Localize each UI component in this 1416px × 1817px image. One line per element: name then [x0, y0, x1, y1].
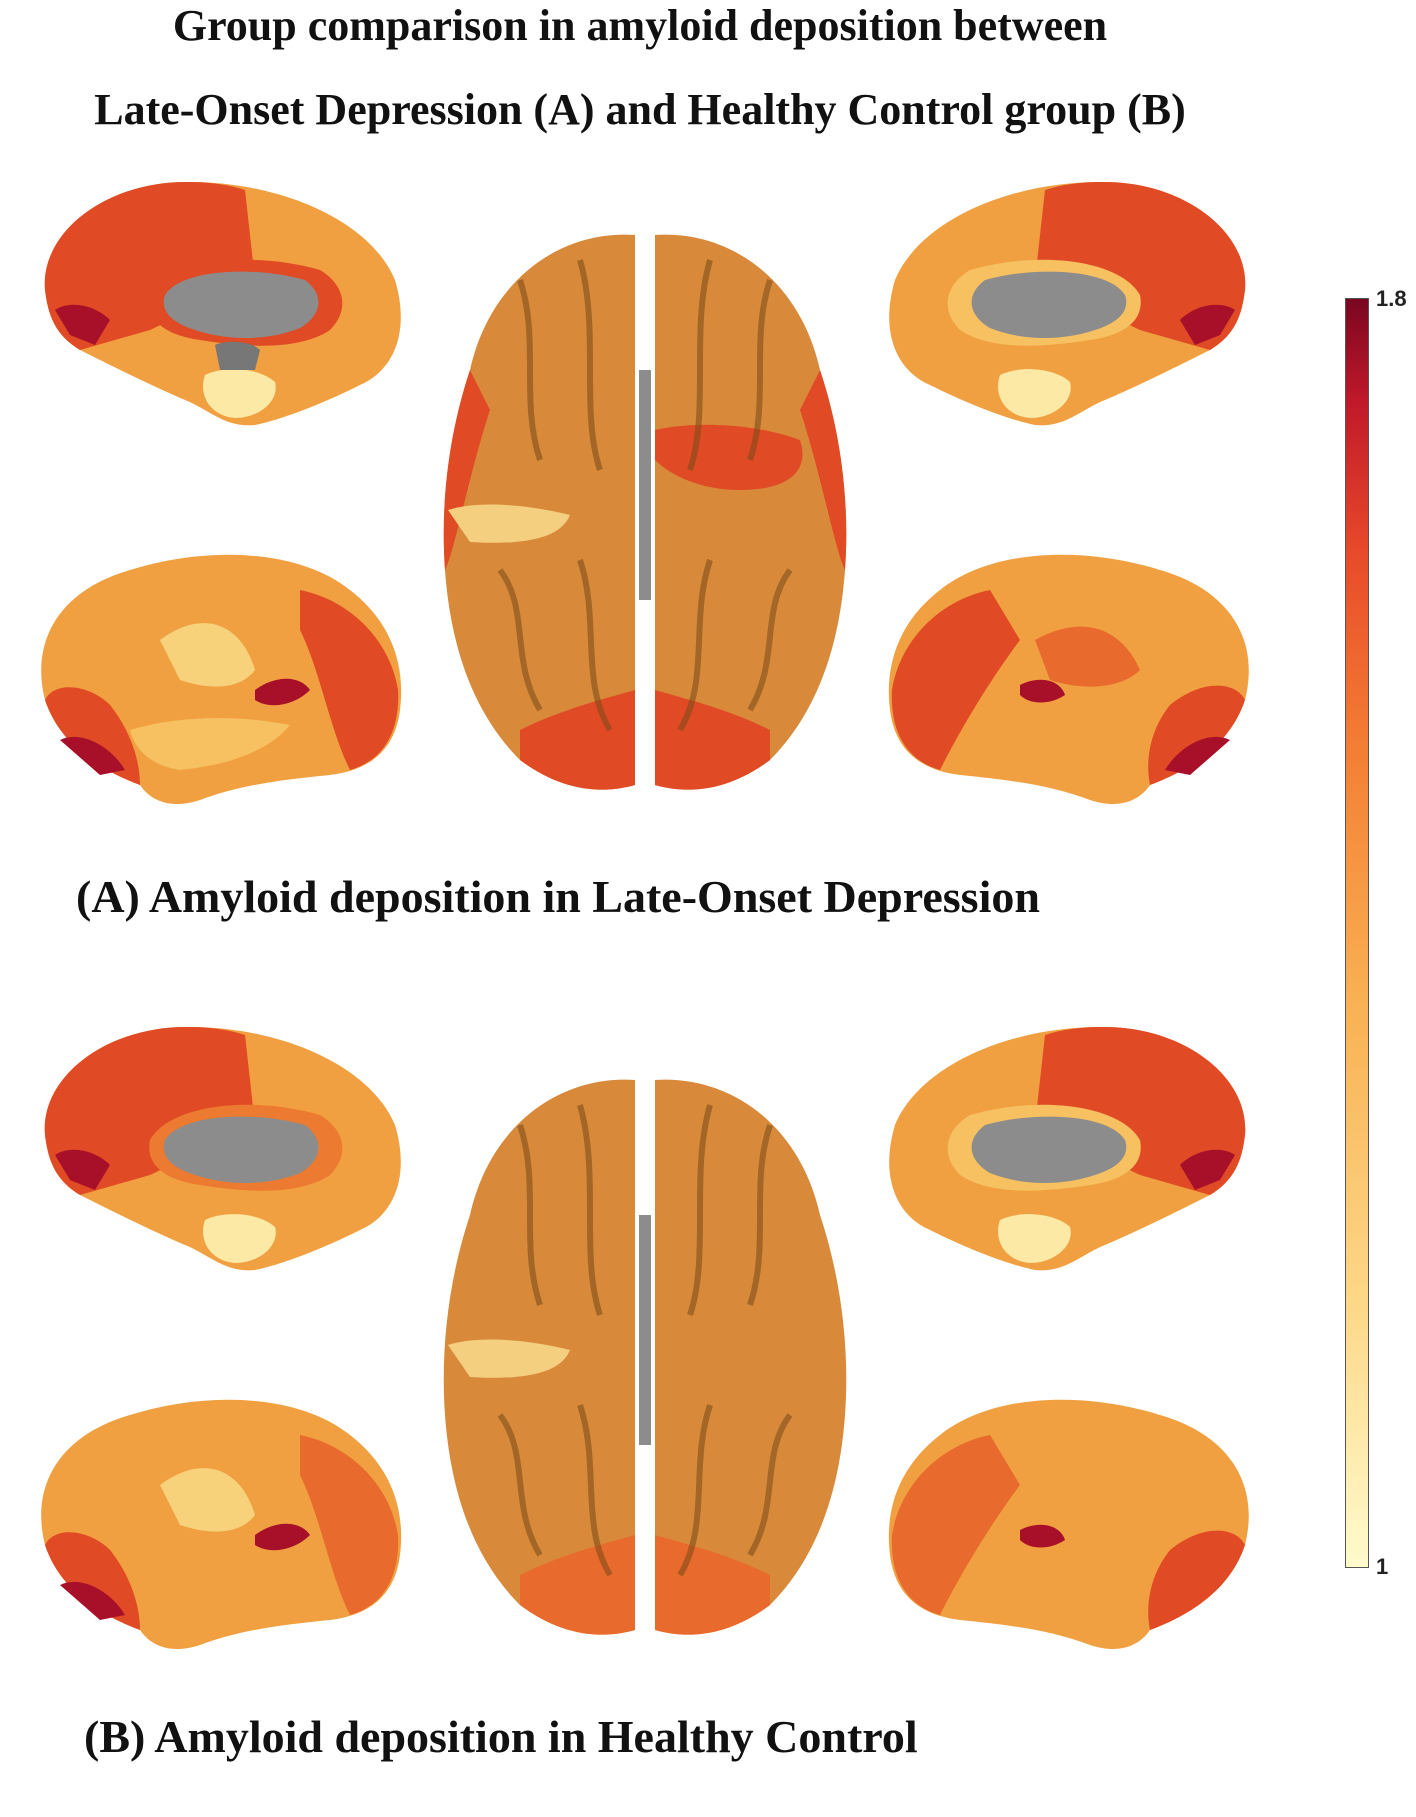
panel-a-caption: (A) Amyloid deposition in Late-Onset Dep… [76, 871, 1040, 922]
right-lateral-view [888, 554, 1249, 805]
panel-a-brain-views [0, 170, 1290, 810]
right-medial-view [889, 181, 1246, 426]
dorsal-left-hemisphere [443, 1079, 635, 1635]
figure-title-line2: Late-Onset Depression (A) and Healthy Co… [94, 85, 1186, 134]
right-lateral-view [888, 1399, 1249, 1650]
dorsal-right-hemisphere [639, 234, 847, 790]
figure-title-line1: Group comparison in amyloid deposition b… [172, 1, 1108, 50]
dorsal-right-hemisphere [639, 1079, 847, 1635]
right-medial-view [889, 1026, 1246, 1271]
left-medial-view [44, 1026, 401, 1271]
dorsal-left-hemisphere [443, 234, 635, 790]
panel-b-brain-svg [41, 1026, 1249, 1650]
panel-a-brain-svg [41, 181, 1249, 805]
colorbar-min-label: 1 [1376, 1554, 1389, 1579]
left-medial-view [44, 181, 401, 426]
panel-b-brain-views [0, 1015, 1290, 1655]
panel-b-caption: (B) Amyloid deposition in Healthy Contro… [84, 1711, 918, 1762]
left-lateral-view [41, 1399, 402, 1650]
colorbar [1345, 298, 1369, 1568]
left-lateral-view [41, 554, 402, 805]
colorbar-max-label: 1.8 [1376, 286, 1407, 311]
